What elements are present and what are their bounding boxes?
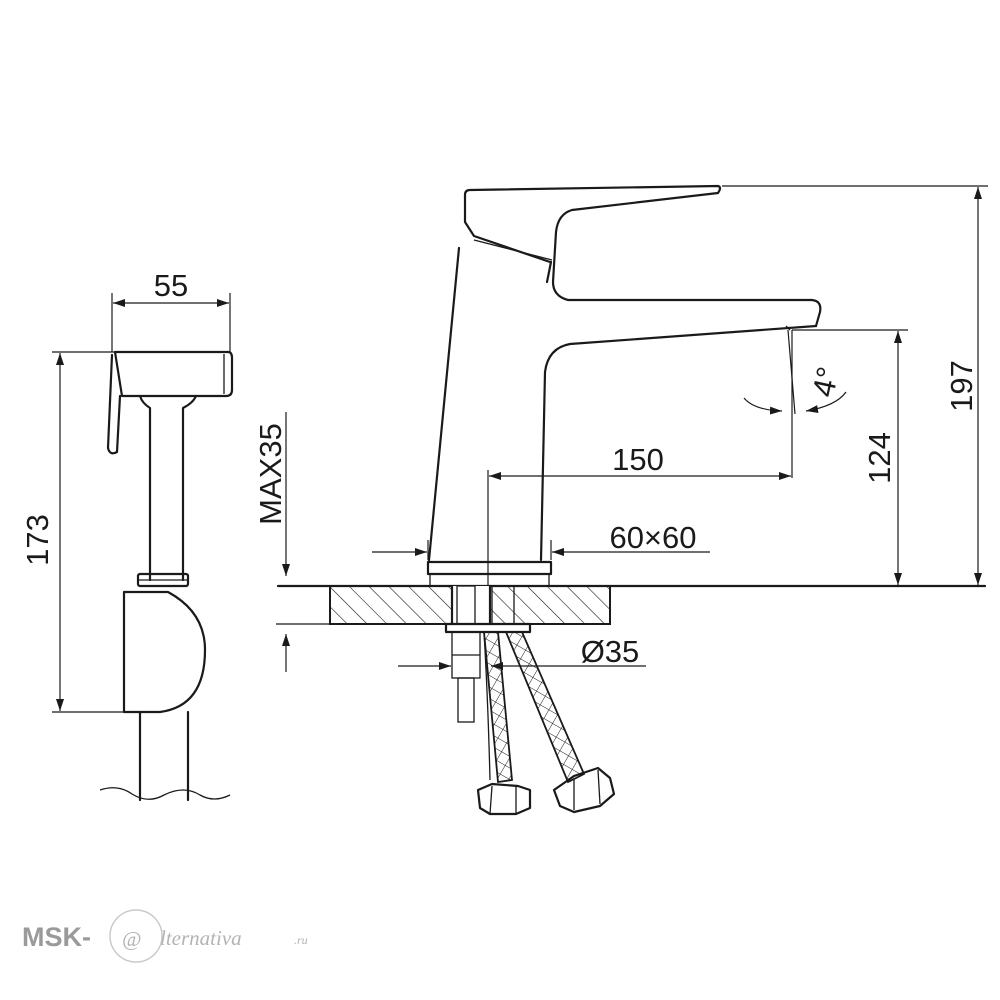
dimension-label-max35: MAX35: [253, 423, 288, 525]
faucet-side-view: [426, 184, 822, 586]
dimension-diameter-35: Ø35: [398, 634, 646, 670]
dimension-angle-4deg: 4°: [743, 329, 847, 415]
dimension-label-124: 124: [862, 432, 897, 484]
dimension-label-60x60: 60×60: [609, 520, 696, 555]
hand-shower-side-view: [99, 350, 234, 802]
dimension-label-55: 55: [154, 268, 188, 303]
dimension-width-55: 55: [111, 268, 231, 352]
dimension-base-60x60: 60×60: [372, 520, 710, 560]
watermark-name: lternativa: [160, 926, 242, 950]
dimension-label-173: 173: [20, 514, 55, 566]
dimension-height-173: 173: [20, 351, 124, 713]
dimension-label-4deg: 4°: [806, 364, 846, 400]
dimension-height-197: 197: [722, 185, 988, 585]
dimension-label-197: 197: [944, 360, 979, 412]
countertop-section: [276, 584, 987, 723]
dimension-label-d35: Ø35: [581, 634, 640, 669]
watermark-at: @: [122, 927, 141, 951]
dimension-label-150: 150: [612, 442, 664, 477]
watermark-logo: MSK- @ lternativa .ru: [22, 909, 308, 963]
watermark-tld: .ru: [294, 933, 308, 947]
watermark-prefix: MSK-: [22, 922, 91, 952]
dimension-max35: MAX35: [253, 412, 330, 672]
dimension-height-124: 124: [792, 329, 908, 585]
dimension-reach-150: 150: [487, 330, 793, 586]
